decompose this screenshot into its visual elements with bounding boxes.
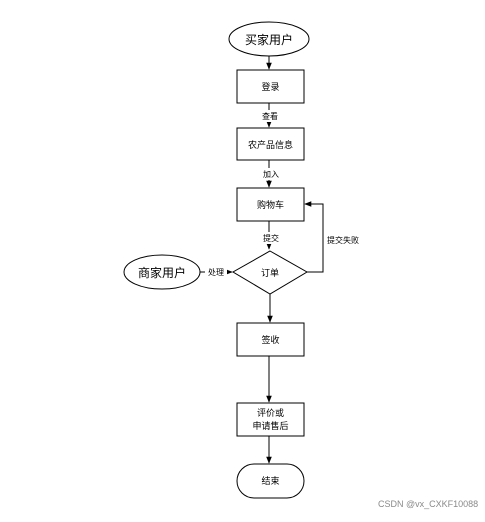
node-cart-label: 购物车 <box>257 199 284 211</box>
watermark: CSDN @vx_CXKF10088 <box>378 499 479 509</box>
node-cart: 购物车 <box>236 187 305 222</box>
node-buyer-label: 买家用户 <box>245 32 293 47</box>
node-buyer: 买家用户 <box>228 21 310 57</box>
node-receive-label: 签收 <box>261 334 279 346</box>
node-login-label: 登录 <box>261 82 279 93</box>
edge-label-view: 查看 <box>262 111 278 121</box>
node-merchant-label: 商家用户 <box>138 265 186 280</box>
node-end-label: 结束 <box>261 475 279 487</box>
edge-label-bg <box>205 266 227 278</box>
edge-label-process: 处理 <box>208 267 224 277</box>
node-review-label-line2: 申请售后 <box>252 420 288 432</box>
node-product-info-label: 农产品信息 <box>248 139 293 151</box>
edge-label-bg <box>258 232 282 244</box>
node-merchant: 商家用户 <box>123 254 201 290</box>
edge-label-add: 加入 <box>263 169 279 179</box>
edge-order-cart-fail <box>304 201 324 273</box>
edge-label-bg <box>259 110 281 122</box>
edge-label-bg <box>258 168 282 180</box>
node-review: 评价或 申请售后 <box>236 402 305 437</box>
node-login: 登录 <box>236 69 305 104</box>
node-end: 结束 <box>236 463 305 499</box>
node-order-label: 订单 <box>261 267 279 279</box>
node-receive: 签收 <box>236 322 305 357</box>
node-product-info: 农产品信息 <box>236 127 305 161</box>
node-order: 订单 <box>232 250 308 295</box>
node-review-label-line1: 评价或 <box>257 407 284 419</box>
edge-label-submit: 提交 <box>263 233 279 243</box>
edge-label-submit-fail: 提交失败 <box>327 235 359 245</box>
